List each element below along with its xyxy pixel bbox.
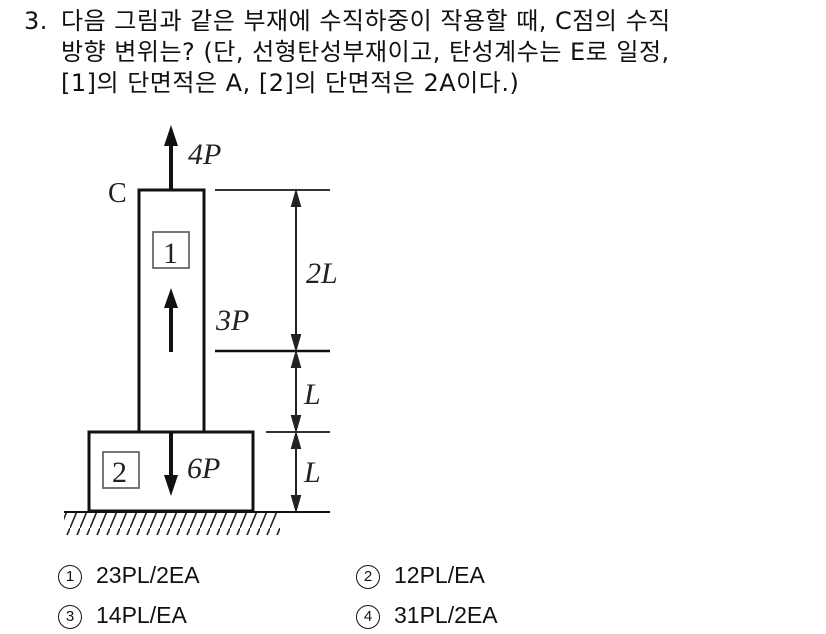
choice-4[interactable]: 4 31PL/2EA [356, 602, 498, 629]
load-label-4P: 4P [188, 138, 221, 171]
choice-1-number: 1 [58, 565, 82, 589]
load-label-3P: 3P [215, 304, 249, 337]
dimension-label-2L: 2L [306, 257, 338, 290]
question-line-1: 다음 그림과 같은 부재에 수직하중이 작용할 때, C점의 수직 [61, 7, 671, 35]
load-label-6P: 6P [187, 452, 220, 485]
question-number: 3. [24, 7, 48, 35]
member-2-label: 2 [112, 456, 127, 489]
ground-hatch [64, 513, 280, 535]
choice-1[interactable]: 1 23PL/2EA [58, 562, 200, 589]
choice-2[interactable]: 2 12PL/EA [356, 562, 485, 589]
question-line-3: [1]의 단면적은 A, [2]의 단면적은 2A이다.) [61, 69, 520, 97]
point-c-label: C [108, 178, 127, 209]
member-1-label-box [152, 231, 190, 269]
dimension-L-middle [290, 349, 302, 434]
choice-4-text: 31PL/2EA [394, 602, 498, 628]
load-arrow-3P-icon [164, 288, 178, 352]
dimension-2L [290, 188, 302, 353]
choice-3-number: 3 [58, 605, 82, 629]
member-1-label: 1 [163, 237, 178, 270]
question-text: 3. 다음 그림과 같은 부재에 수직하중이 작용할 때, C점의 수직 방향 … [24, 6, 814, 99]
dimension-label-L-middle: L [303, 378, 321, 411]
choice-3[interactable]: 3 14PL/EA [58, 602, 187, 629]
choice-3-text: 14PL/EA [96, 602, 187, 628]
dimension-label-L-lower: L [303, 456, 321, 489]
choice-4-number: 4 [356, 605, 380, 629]
load-arrow-6P-icon [164, 432, 178, 496]
choice-2-number: 2 [356, 565, 380, 589]
dimension-L-lower [290, 430, 302, 514]
choice-2-text: 12PL/EA [394, 562, 485, 588]
choice-1-text: 23PL/2EA [96, 562, 200, 588]
member-2-label-box [102, 451, 140, 489]
load-arrow-4P-icon [164, 125, 178, 190]
question-line-2: 방향 변위는? (단, 선형탄성부재이고, 탄성계수는 E로 일정, [61, 38, 670, 66]
